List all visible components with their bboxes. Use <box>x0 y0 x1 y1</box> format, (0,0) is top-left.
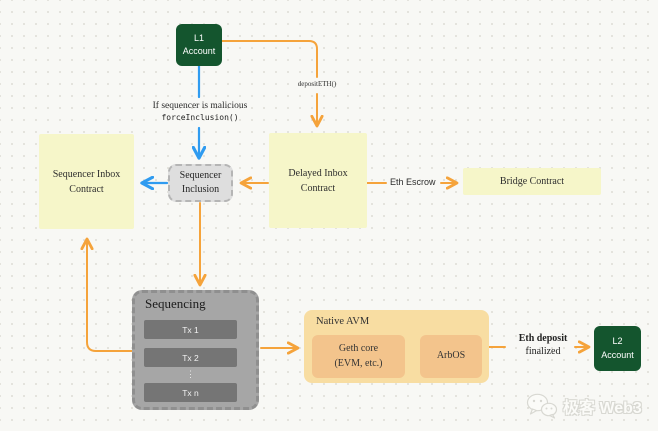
tx-ellipsis: ⋮ <box>186 369 195 379</box>
node-sequencer-inbox-contract: Sequencer Inbox Contract <box>39 134 134 229</box>
sequencing-title: Sequencing <box>145 296 206 311</box>
sequencer-inbox-label-line2: Contract <box>69 183 104 195</box>
watermark-text: 极客 Web3 <box>563 400 642 417</box>
l2-account-label-line1: L2 <box>612 336 623 347</box>
node-arbos: ArbOS <box>420 335 482 378</box>
delayed-inbox-label-line2: Contract <box>300 182 336 194</box>
delayed-inbox-label-line1: Delayed Inbox <box>288 167 348 179</box>
label-deposit-eth: depositETH() <box>297 80 337 88</box>
node-l2-account: L2 Account <box>594 326 641 371</box>
finalized-text: finalized <box>525 345 561 357</box>
arrow-sequencing-to-inbox <box>87 241 133 352</box>
node-bridge-contract: Bridge Contract <box>463 168 601 195</box>
label-eth-escrow: Eth Escrow <box>390 177 436 187</box>
geth-core-label-line1: Geth core <box>338 343 379 354</box>
node-native-avm: Native AVM Geth core (EVM, etc.) ArbOS <box>304 310 489 383</box>
node-l1-account: L1 Account <box>176 24 222 66</box>
watermark: 极客 Web3 <box>526 392 642 420</box>
force-inclusion-call: forceInclusion() <box>161 113 239 123</box>
node-geth-core: Geth core (EVM, etc.) <box>312 335 405 378</box>
sequencer-inclusion-label-line2: Inclusion <box>181 184 220 195</box>
l1-account-label-line2: Account <box>182 46 216 56</box>
tx-row-1: Tx 1 <box>144 320 237 339</box>
tx-row-2: Tx 2 <box>144 348 237 367</box>
malicious-condition-text: If sequencer is malicious <box>152 101 248 111</box>
node-delayed-inbox-contract: Delayed Inbox Contract <box>269 133 367 228</box>
sequencer-inbox-label-line1: Sequencer Inbox <box>52 168 121 180</box>
label-eth-deposit-finalized: Eth deposit finalized <box>508 333 578 358</box>
l1-account-label-line1: L1 <box>193 32 204 43</box>
geth-core-label-line2: (EVM, etc.) <box>334 357 383 369</box>
native-avm-title: Native AVM <box>316 316 370 327</box>
node-sequencing: Sequencing Tx 1 Tx 2 ⋮ Tx n <box>132 290 259 410</box>
label-malicious-condition: If sequencer is malicious forceInclusion… <box>126 101 274 123</box>
arrow-deposit-eth-top <box>221 40 318 78</box>
bridge-contract-label: Bridge Contract <box>499 176 565 187</box>
eth-deposit-text: Eth deposit <box>518 333 568 344</box>
wechat-icon <box>526 393 558 419</box>
arbos-label: ArbOS <box>436 350 466 362</box>
sequencer-inclusion-label-line1: Sequencer <box>179 169 222 181</box>
l2-account-label-line2: Account <box>601 349 634 360</box>
node-sequencer-inclusion: Sequencer Inclusion <box>168 164 233 202</box>
tx-row-n: Tx n <box>144 383 237 402</box>
